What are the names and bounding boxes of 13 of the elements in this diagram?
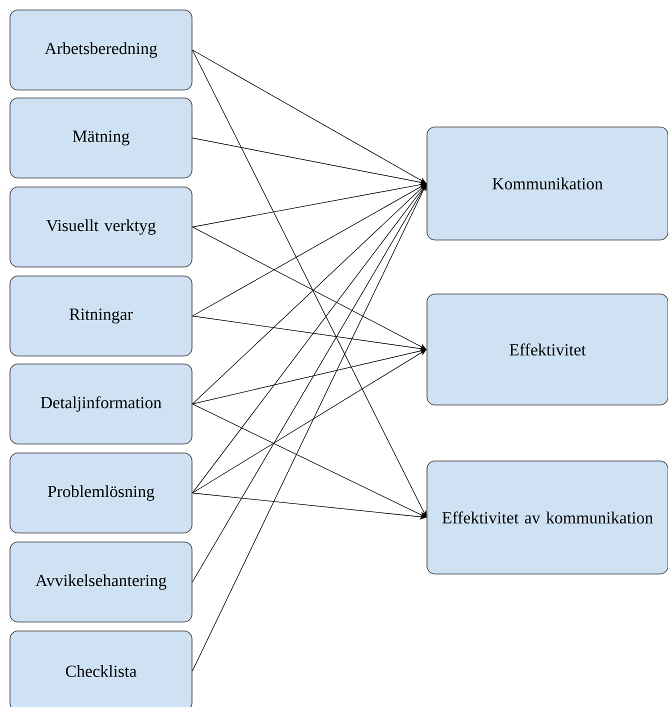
category-box: Mätning — [10, 98, 192, 178]
category-box: Effektivitet av kommunikation — [426, 460, 668, 574]
arrow — [192, 184, 427, 672]
category-box: Detaljinformation — [10, 364, 192, 444]
category-box: Checklista — [10, 630, 192, 707]
arrow — [192, 50, 427, 518]
category-box: Effektivitet — [426, 294, 668, 406]
category-box: Arbetsberedning — [10, 10, 192, 90]
category-box: Ritningar — [10, 276, 192, 356]
category-box: Kommunikation — [426, 126, 668, 240]
category-box: Avvikelsehantering — [10, 542, 192, 622]
category-box: Problemlösning — [10, 452, 192, 534]
category-box: Visuellt verktyg — [10, 186, 192, 268]
